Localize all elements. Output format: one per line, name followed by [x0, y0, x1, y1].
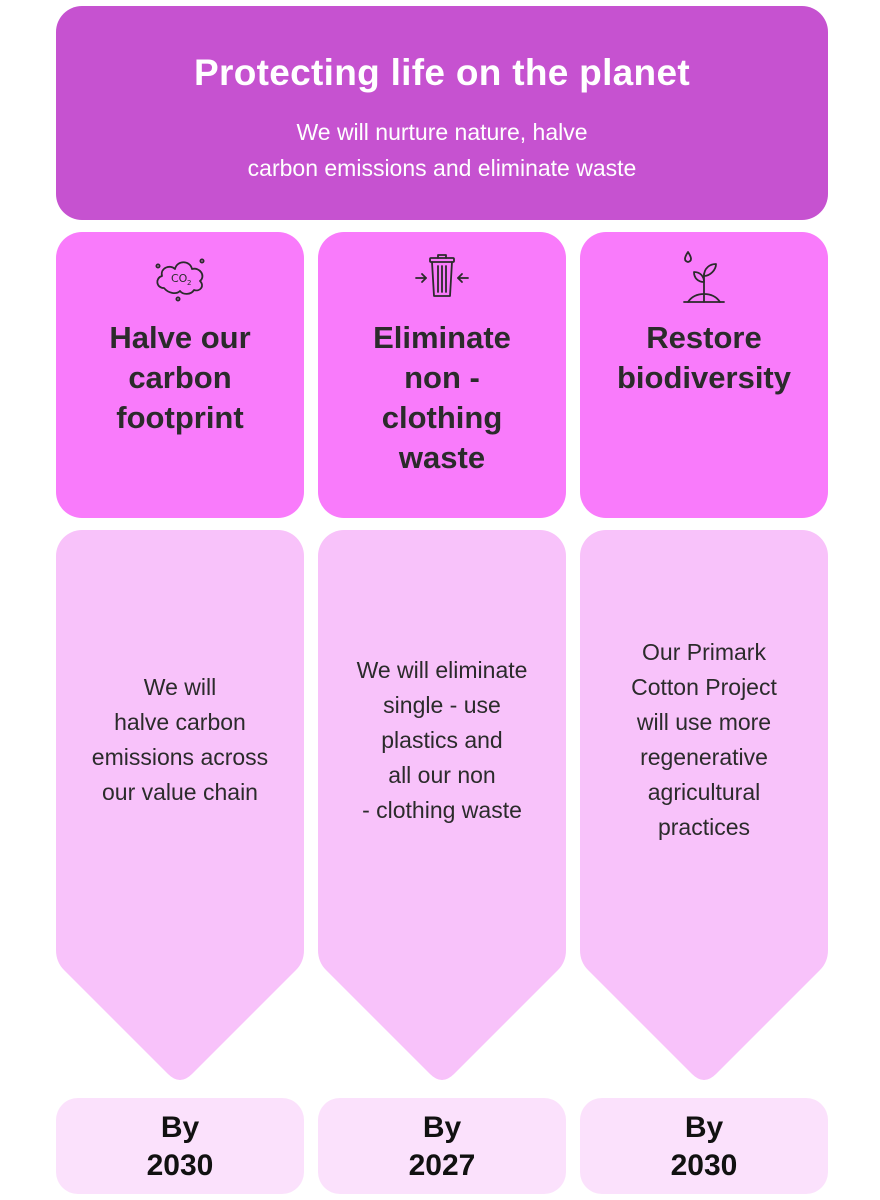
pillar-deadline-waste: By 2027 [318, 1098, 566, 1194]
page-title: Protecting life on the planet [194, 52, 690, 93]
pillar-description: We will halve carbon emissions across ou… [91, 674, 269, 805]
compressed-bin-icon [412, 246, 472, 306]
pillar-heading: Restore biodiversity [617, 320, 791, 395]
pillar-arrow-biodiversity: Our Primark Cotton Project will use more… [580, 530, 828, 1085]
deadline-year: 2030 [670, 1149, 738, 1182]
sprouting-plant-icon [674, 246, 734, 306]
header-banner: Protecting life on the planet We will nu… [56, 6, 828, 220]
pillar-heading: Halve our carbon footprint [109, 320, 251, 435]
deadline-year: 2030 [146, 1149, 214, 1182]
pillar-heading: Eliminate non - clothing waste [373, 320, 511, 475]
pillar-arrow-waste: We will eliminate single - use plastics … [318, 530, 566, 1085]
svg-text:2: 2 [187, 279, 191, 287]
deadline-label: By [160, 1111, 200, 1144]
pillar-arrow-carbon: We will halve carbon emissions across ou… [56, 530, 304, 1085]
deadline-label: By [422, 1111, 462, 1144]
svg-text:CO: CO [171, 272, 188, 285]
pillar-description: We will eliminate single - use plastics … [356, 656, 528, 823]
pillar-card-waste: Eliminate non - clothing waste [318, 232, 566, 518]
pillar-card-carbon: CO 2 Halve our carbon footprint [56, 232, 304, 518]
pillar-description: Our Primark Cotton Project will use more… [631, 639, 777, 840]
pillar-deadline-biodiversity: By 2030 [580, 1098, 828, 1194]
deadline-year: 2027 [408, 1149, 476, 1182]
co2-cloud-icon: CO 2 [150, 246, 210, 306]
deadline-label: By [684, 1111, 724, 1144]
page-subtitle: We will nurture nature, halve carbon emi… [247, 119, 637, 181]
pillar-card-biodiversity: Restore biodiversity [580, 232, 828, 518]
pillar-deadline-carbon: By 2030 [56, 1098, 304, 1194]
